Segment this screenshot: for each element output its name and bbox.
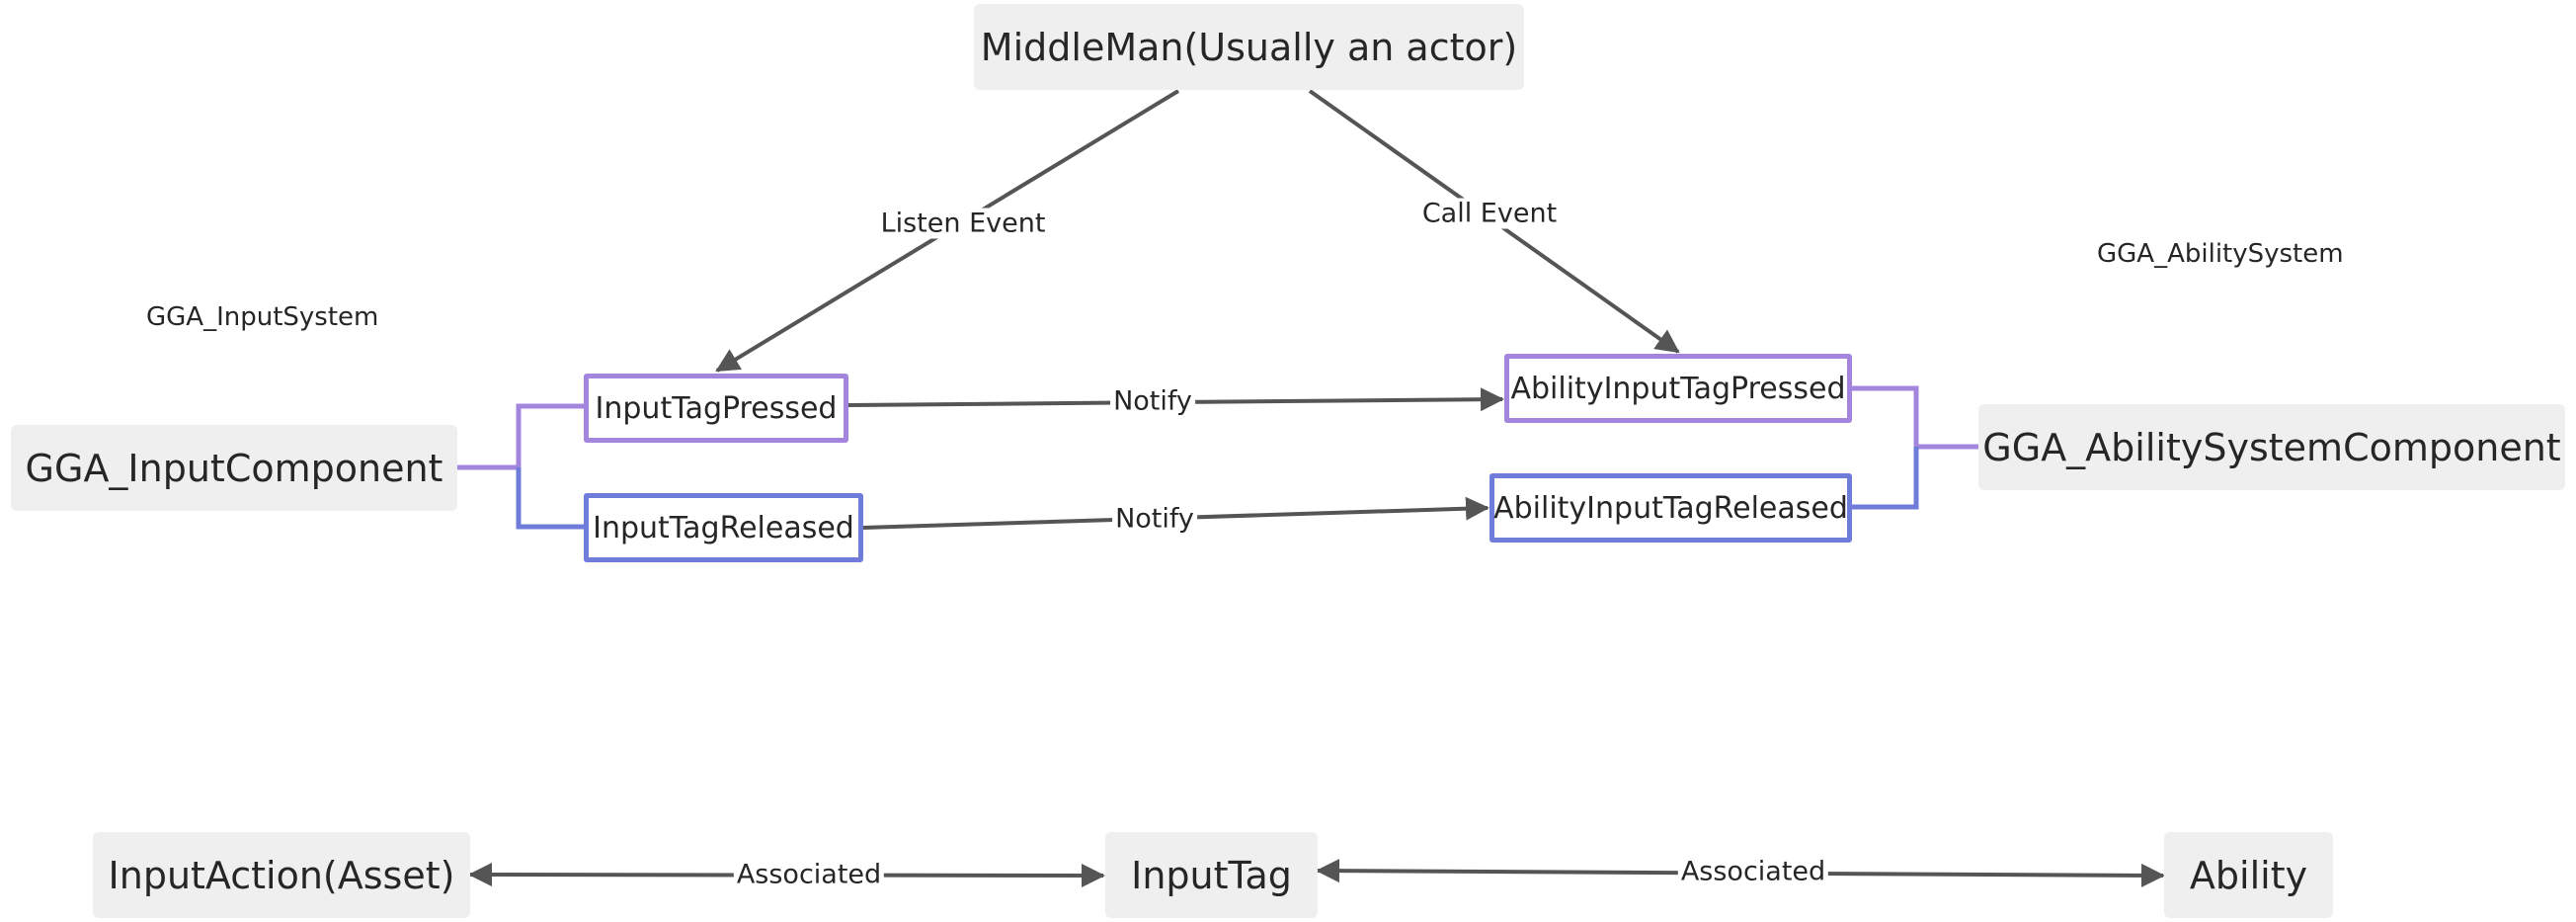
node-middleman[interactable]: MiddleMan(Usually an actor) (974, 4, 1524, 90)
edge-label-notify-released: Notify (1112, 503, 1197, 535)
node-ability-system-component[interactable]: GGA_AbilitySystemComponent (1978, 404, 2565, 490)
node-input-tag-pressed[interactable]: InputTagPressed (584, 374, 848, 443)
node-input-component[interactable]: GGA_InputComponent (11, 425, 457, 511)
bracket-input-released (516, 467, 586, 530)
edge-label-notify-pressed: Notify (1110, 385, 1195, 417)
node-ability[interactable]: Ability (2164, 832, 2333, 918)
node-input-action[interactable]: InputAction(Asset) (93, 832, 470, 918)
group-label-input-system: GGA_InputSystem (146, 302, 379, 332)
edge-label-associated-left: Associated (733, 859, 885, 890)
node-ability-input-tag-released[interactable]: AbilityInputTagReleased (1489, 473, 1852, 543)
node-input-tag-released[interactable]: InputTagReleased (584, 493, 863, 562)
node-input-tag[interactable]: InputTag (1105, 832, 1318, 918)
group-label-ability-system: GGA_AbilitySystem (2097, 239, 2344, 269)
bracket-input-pressed (457, 403, 586, 470)
bracket-ability-released (1852, 447, 1919, 510)
bracket-ability-pressed (1852, 385, 1978, 450)
edge-label-associated-right: Associated (1677, 856, 1829, 887)
node-ability-input-tag-pressed[interactable]: AbilityInputTagPressed (1504, 354, 1852, 423)
edge-label-call-event: Call Event (1418, 198, 1561, 229)
edge-label-listen-event: Listen Event (877, 208, 1049, 239)
